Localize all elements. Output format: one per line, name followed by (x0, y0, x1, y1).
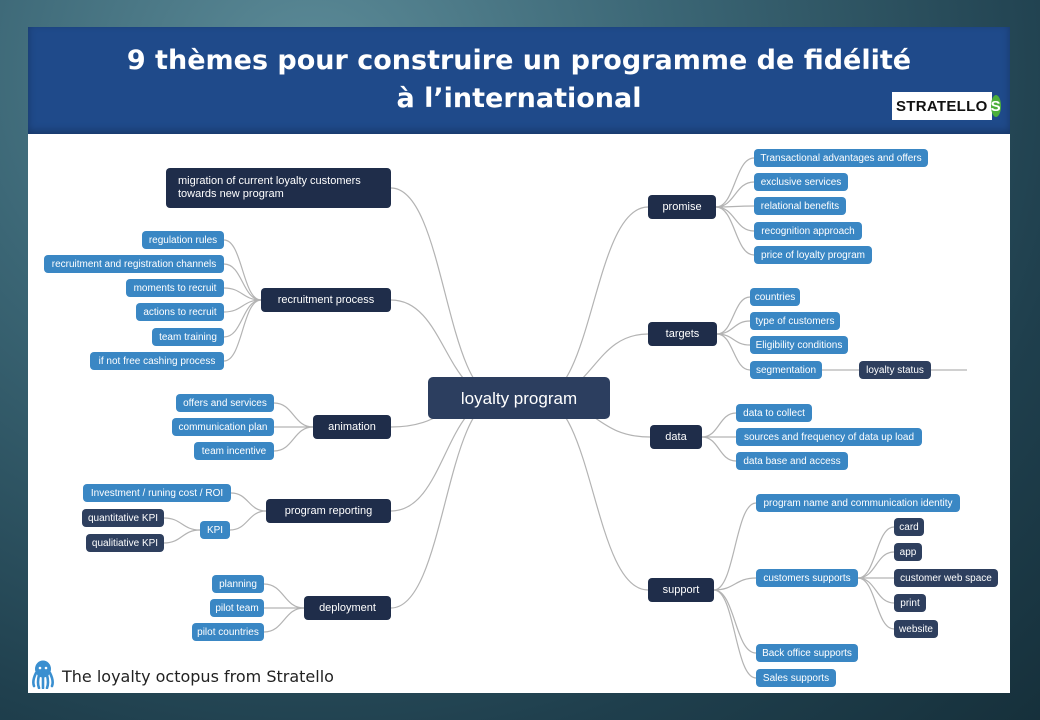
connector (857, 577, 895, 604)
connector (701, 436, 737, 462)
connector (716, 320, 751, 335)
octopus-icon (30, 659, 56, 694)
branch-deployment[interactable]: deployment (304, 596, 391, 620)
leaf-sources-and-frequency[interactable]: sources and frequency of data up load (736, 428, 922, 446)
root-node-loyalty-program[interactable]: loyalty program (428, 377, 610, 419)
leaf-segmentation[interactable]: segmentation (750, 361, 822, 379)
connector (163, 517, 201, 531)
leaf-quantitative-kpi[interactable]: quantitative KPI (82, 509, 164, 527)
leaf-qualitative-kpi[interactable]: qualitiative KPI (86, 534, 164, 552)
branch-promise[interactable]: promise (648, 195, 716, 219)
footer-text: The loyalty octopus from Stratello (62, 666, 334, 686)
branch-recruitment-process[interactable]: recruitment process (261, 288, 391, 312)
connector (263, 607, 305, 633)
leaf-program-name[interactable]: program name and communication identity (756, 494, 960, 512)
leaf-exclusive-services[interactable]: exclusive services (754, 173, 848, 191)
connector (713, 502, 757, 591)
leaf-pilot-countries[interactable]: pilot countries (192, 623, 264, 641)
leaf-kpi[interactable]: KPI (200, 521, 230, 539)
leaf-team-training[interactable]: team training (152, 328, 224, 346)
leaf-sales-supports[interactable]: Sales supports (756, 669, 836, 687)
connector (857, 551, 895, 579)
leaf-moments-to-recruit[interactable]: moments to recruit (126, 279, 224, 297)
footer: The loyalty octopus from Stratello (30, 660, 334, 692)
title-line-2: à l’international (396, 83, 642, 114)
connector (229, 510, 267, 531)
connector (715, 181, 755, 208)
connector (273, 426, 314, 452)
title-banner: 9 thèmes pour construire un programme de… (28, 27, 1010, 134)
connector (230, 492, 267, 512)
leaf-pilot-team[interactable]: pilot team (210, 599, 264, 617)
leaf-if-not-free-cashing[interactable]: if not free cashing process (90, 352, 224, 370)
leaf-offers-and-services[interactable]: offers and services (176, 394, 274, 412)
leaf-regulation-rules[interactable]: regulation rules (142, 231, 224, 249)
connector (713, 589, 757, 679)
leaf-communication-plan[interactable]: communication plan (172, 418, 274, 436)
connector (390, 187, 500, 399)
leaf-transactional-advantages[interactable]: Transactional advantages and offers (754, 149, 928, 167)
leaf-customer-web-space[interactable]: customer web space (894, 569, 998, 587)
title-line-1: 9 thèmes pour construire un programme de… (126, 45, 912, 76)
leaf-card[interactable]: card (894, 518, 924, 536)
leaf-recognition-approach[interactable]: recognition approach (754, 222, 862, 240)
leaf-app[interactable]: app (894, 543, 922, 561)
connector (716, 333, 751, 371)
mindmap-canvas: loyalty program promise Transactional ad… (28, 134, 1010, 693)
connector (713, 589, 757, 654)
leaf-investment-roi[interactable]: Investment / runing cost / ROI (83, 484, 231, 502)
leaf-relational-benefits[interactable]: relational benefits (754, 197, 846, 215)
connector (273, 402, 314, 428)
connector (538, 206, 649, 399)
branch-data[interactable]: data (650, 425, 702, 449)
logo-mark-icon: S (990, 95, 1001, 117)
leaf-team-incentive[interactable]: team incentive (194, 442, 274, 460)
leaf-countries[interactable]: countries (750, 288, 800, 306)
leaf-eligibility-conditions[interactable]: Eligibility conditions (750, 336, 848, 354)
leaf-loyalty-status[interactable]: loyalty status (859, 361, 931, 379)
connector (857, 577, 895, 630)
leaf-website[interactable]: website (894, 620, 938, 638)
leaf-data-base-and-access[interactable]: data base and access (736, 452, 848, 470)
connector (263, 583, 305, 609)
connector (223, 239, 262, 301)
connector (223, 299, 262, 362)
connector (701, 412, 737, 438)
leaf-back-office-supports[interactable]: Back office supports (756, 644, 858, 662)
branch-animation[interactable]: animation (313, 415, 391, 439)
connector (716, 296, 751, 335)
connector (163, 529, 201, 544)
connector (715, 206, 755, 256)
branch-targets[interactable]: targets (648, 322, 717, 346)
connector (223, 263, 262, 301)
leaf-actions-to-recruit[interactable]: actions to recruit (136, 303, 224, 321)
leaf-recruitment-channels[interactable]: recruitment and registration channels (44, 255, 224, 273)
connector (715, 157, 755, 208)
branch-migration[interactable]: migration of current loyalty customers t… (166, 168, 391, 208)
leaf-planning[interactable]: planning (212, 575, 264, 593)
logo-text: STRATELLO (896, 97, 988, 115)
leaf-customers-supports[interactable]: customers supports (756, 569, 858, 587)
leaf-print[interactable]: print (894, 594, 926, 612)
stratello-logo: STRATELLO S (892, 92, 1001, 120)
leaf-price-of-loyalty-program[interactable]: price of loyalty program (754, 246, 872, 264)
connector (538, 397, 649, 591)
leaf-type-of-customers[interactable]: type of customers (750, 312, 840, 330)
connector (390, 397, 500, 609)
branch-support[interactable]: support (648, 578, 714, 602)
branch-program-reporting[interactable]: program reporting (266, 499, 391, 523)
leaf-data-to-collect[interactable]: data to collect (736, 404, 812, 422)
connector (857, 526, 895, 579)
connector (715, 206, 755, 232)
connector (713, 577, 757, 591)
